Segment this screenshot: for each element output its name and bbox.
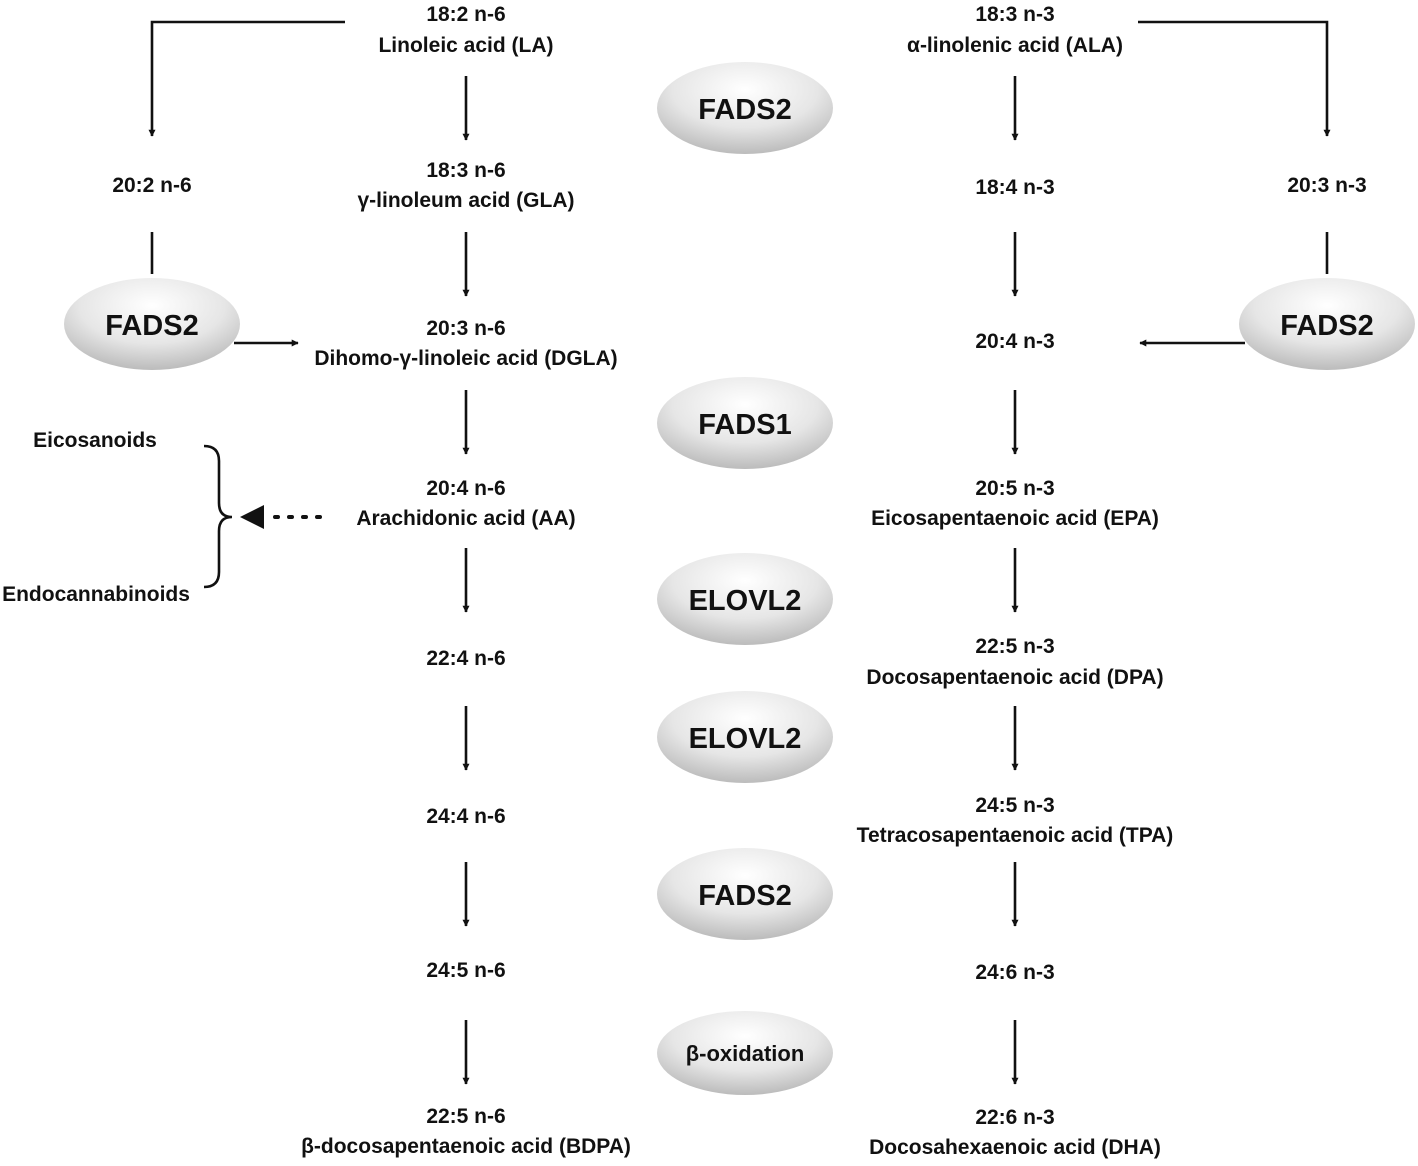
enzyme-oval-1: [657, 62, 833, 154]
epa-name: Eicosapentaenoic acid (EPA): [871, 507, 1159, 530]
c24-4-n6: 24:4 n-6: [426, 805, 505, 828]
enzyme-2-label: FADS1: [698, 409, 791, 441]
bdpa-formula: 22:5 n-6: [426, 1105, 505, 1128]
enzyme-oval-side-right: [1239, 278, 1415, 370]
enzyme-side-left-label: FADS2: [105, 310, 198, 342]
enzyme-5-label: FADS2: [698, 880, 791, 912]
enzyme-6-label: β-oxidation: [686, 1041, 805, 1066]
enzyme-oval-5: [657, 848, 833, 940]
enzyme-1-label: FADS2: [698, 94, 791, 126]
dpa-formula: 22:5 n-3: [975, 635, 1054, 658]
aa-formula: 20:4 n-6: [426, 477, 505, 500]
dha-name: Docosahexaenoic acid (DHA): [869, 1136, 1161, 1159]
enzyme-column: FADS2 FADS1 ELOVL2 ELOVL2 FADS2 β-oxidat…: [657, 62, 833, 1095]
products-arrowhead: [240, 505, 264, 529]
dha-formula: 22:6 n-3: [975, 1106, 1054, 1129]
omega3-column: 18:3 n-3 α-linolenic acid (ALA) 18:4 n-3…: [857, 3, 1174, 1159]
epa-formula: 20:5 n-3: [975, 477, 1054, 500]
omega3-side-branch: 20:3 n-3 FADS2: [1138, 20, 1415, 370]
c24-6-n3: 24:6 n-3: [975, 961, 1054, 984]
tpa-formula: 24:5 n-3: [975, 794, 1054, 817]
dpa-name: Docosapentaenoic acid (DPA): [866, 666, 1163, 689]
c20-4-n3: 20:4 n-3: [975, 330, 1054, 353]
la-formula: 18:2 n-6: [426, 3, 505, 26]
arrow-la-to-c20-2: [148, 20, 345, 137]
aa-name: Arachidonic acid (AA): [356, 507, 575, 530]
omega6-column: 18:2 n-6 Linoleic acid (LA) 18:3 n-6 γ-l…: [301, 3, 631, 1158]
gla-formula: 18:3 n-6: [426, 159, 505, 182]
la-name: Linoleic acid (LA): [378, 34, 553, 57]
omega6-side-branch: 20:2 n-6 FADS2: [64, 20, 345, 370]
enzyme-oval-side-left: [64, 278, 240, 370]
eicosanoids-label: Eicosanoids: [33, 429, 157, 452]
endocannabinoids-label: Endocannabinoids: [2, 583, 190, 606]
tpa-name: Tetracosapentaenoic acid (TPA): [857, 824, 1174, 847]
c18-4-n3: 18:4 n-3: [975, 176, 1054, 199]
arrow-ala-to-c20-3: [1138, 20, 1331, 137]
enzyme-side-right-label: FADS2: [1280, 310, 1373, 342]
dgla-name: Dihomo-γ-linoleic acid (DGLA): [314, 347, 617, 370]
c20-3-n3: 20:3 n-3: [1287, 174, 1366, 197]
enzyme-oval-6: [657, 1011, 833, 1095]
c20-2-n6: 20:2 n-6: [112, 174, 191, 197]
enzyme-4-label: ELOVL2: [689, 723, 802, 755]
dgla-formula: 20:3 n-6: [426, 317, 505, 340]
bdpa-name: β-docosapentaenoic acid (BDPA): [301, 1135, 631, 1158]
enzyme-oval-4: [657, 691, 833, 783]
ala-name: α-linolenic acid (ALA): [907, 34, 1123, 57]
c22-4-n6: 22:4 n-6: [426, 647, 505, 670]
ala-formula: 18:3 n-3: [975, 3, 1054, 26]
c24-5-n6: 24:5 n-6: [426, 959, 505, 982]
enzyme-3-label: ELOVL2: [689, 585, 802, 617]
products-bracket: [203, 444, 233, 589]
enzyme-oval-3: [657, 553, 833, 645]
aa-products: Eicosanoids Endocannabinoids: [2, 429, 322, 606]
enzyme-oval-2: [657, 377, 833, 469]
gla-name: γ-linoleum acid (GLA): [357, 189, 574, 212]
